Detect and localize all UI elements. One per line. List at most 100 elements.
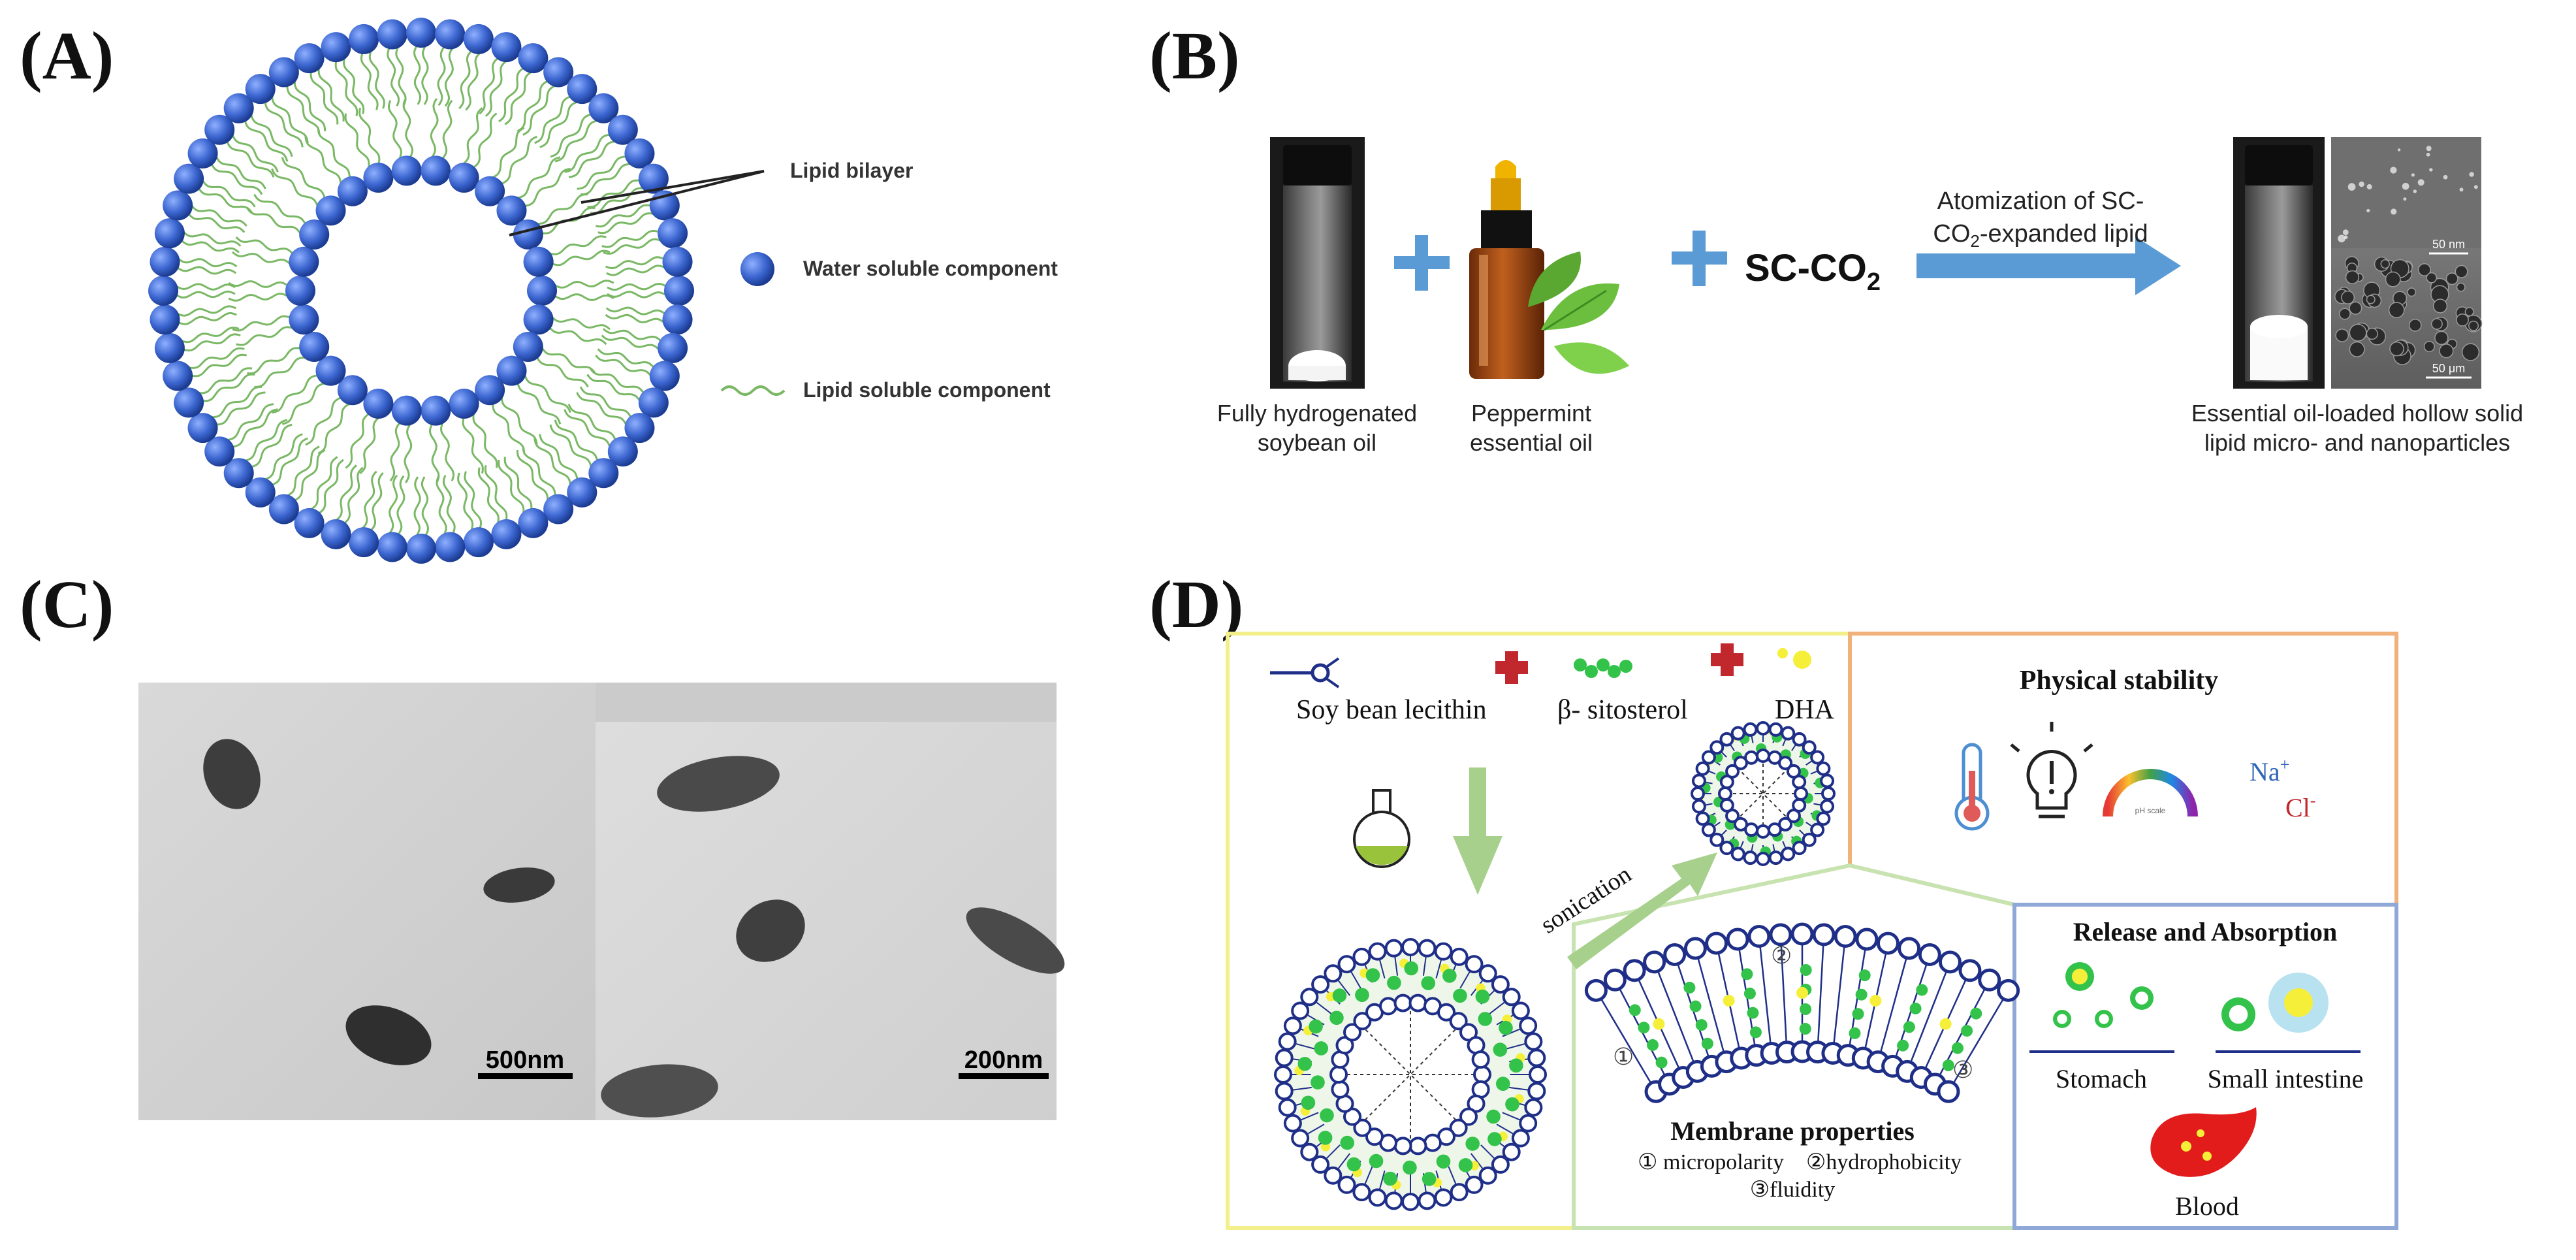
lipid-tail [492, 127, 525, 179]
vesicle-head [1337, 1175, 1356, 1194]
lipid-tail [503, 457, 533, 509]
lipid-tail [597, 348, 655, 368]
lipid-tail [579, 386, 632, 418]
lipid-tail [310, 72, 339, 125]
lipid-head [543, 57, 574, 88]
lipid-head [289, 246, 319, 277]
lipid-head [391, 155, 422, 186]
lipid-head [204, 114, 235, 145]
lipid-tail [597, 212, 654, 234]
vesicle-head [1820, 799, 1835, 814]
vesicle-head [1274, 1065, 1292, 1084]
lipid-head [363, 388, 394, 419]
lipid-tail [271, 437, 308, 486]
vesicle-head [1524, 1098, 1543, 1117]
lipid-head [377, 532, 407, 562]
vesicle-head [1821, 786, 1836, 801]
lipid-tail [246, 207, 302, 234]
lipid-tail [567, 404, 616, 441]
lipid-head [174, 387, 204, 418]
vesicle-head [1695, 811, 1710, 826]
lipid-tail [389, 474, 398, 534]
lipid-tail [498, 459, 525, 513]
lipid-head [607, 114, 638, 145]
lipid-head [662, 246, 693, 277]
lipid-tail [477, 467, 500, 524]
lipid-tail [387, 100, 402, 159]
vesicle-head [1283, 1114, 1302, 1133]
lipid-head [527, 276, 557, 306]
caption-peppermint-line2: essential oil [1470, 429, 1593, 456]
vesicle-head [1794, 786, 1808, 801]
frame-green [1572, 863, 2016, 1230]
sitosterol-dot [1301, 1095, 1316, 1110]
vesicle-head [1718, 786, 1732, 801]
membrane-marker-2: ② [1771, 942, 1792, 969]
lipid-tail [404, 423, 413, 483]
tem-right-scale: 200nm [964, 1046, 1043, 1074]
lipid-head [406, 18, 436, 48]
vesicle-head [1368, 942, 1387, 961]
lipid-tail [564, 133, 611, 173]
vesicle-head [1502, 988, 1521, 1007]
vesicle-head [1695, 761, 1710, 776]
lipid-tail [335, 464, 358, 521]
intestine-label: Small intestine [2208, 1064, 2364, 1093]
vesicle-head [1300, 1142, 1319, 1161]
vesicle-tail [1337, 979, 1350, 996]
sitosterol-dot [1383, 1171, 1397, 1186]
lipid-tail [539, 101, 578, 148]
vesicle-tail [1813, 803, 1822, 806]
lipid-head [435, 19, 466, 50]
vesicle-tail [1378, 958, 1386, 978]
lipid-tail [236, 326, 293, 346]
sem-microparticle [2338, 308, 2351, 320]
lipid-tail [247, 347, 300, 375]
lipid-head [337, 176, 368, 206]
vesicle-head [1701, 822, 1716, 837]
lipid-tail [387, 47, 400, 106]
sitosterol-dot [1318, 1131, 1333, 1145]
vesicle-head [1393, 1137, 1412, 1155]
ingredient-dha: DHA [1775, 695, 1835, 725]
vesicle-head [1311, 975, 1330, 994]
sitosterol-dot [1509, 1058, 1523, 1073]
lipid-tail [589, 368, 644, 394]
tem-left-scale: 500nm [486, 1046, 564, 1074]
membrane-sitosterol [1683, 982, 1696, 994]
lipid-tail [541, 347, 596, 374]
lipid-head [518, 43, 549, 74]
lipid-tail [516, 449, 549, 501]
sem-nanoparticle [2391, 208, 2397, 215]
caption-particles-line1: Essential oil-loaded hollow solid [2191, 400, 2523, 427]
vesicle-head [1768, 850, 1783, 865]
lipid-tail [254, 357, 306, 388]
vesicle-head [1810, 822, 1825, 837]
lipid-head [223, 458, 254, 489]
vesicle-head [1353, 1012, 1372, 1031]
membrane-sitosterol [1858, 969, 1871, 982]
ingredient-sitosterol: β- sitosterol [1557, 695, 1688, 725]
vesicle-head [1491, 1155, 1510, 1174]
panel-d: (D) Soy bean lecithin β- sitosterol [1149, 567, 2398, 1230]
lipid-tail [396, 475, 405, 536]
peppermint-bottle-photo [1469, 160, 1544, 379]
lipid-tail [465, 52, 481, 111]
vesicle-head [1778, 756, 1793, 771]
sitosterol-dot [1329, 1010, 1344, 1026]
sitosterol-dot [1453, 988, 1467, 1003]
vesicle-head [1465, 955, 1484, 974]
membrane-head [1958, 959, 1982, 982]
vesicle-head [1491, 975, 1510, 994]
vesicle-head [1278, 1032, 1297, 1051]
lipid-head [607, 436, 638, 467]
lipid-tail [361, 470, 377, 530]
sitosterol-dot [1442, 969, 1457, 983]
lipid-tail [271, 96, 309, 144]
vesicle-tail [1502, 1112, 1521, 1121]
vesicle-head [1756, 824, 1770, 839]
lipid-tail [605, 306, 666, 315]
lipid-head [299, 331, 330, 362]
vesicle-tail [1480, 1144, 1496, 1160]
membrane-sitosterol [1970, 1007, 1982, 1020]
